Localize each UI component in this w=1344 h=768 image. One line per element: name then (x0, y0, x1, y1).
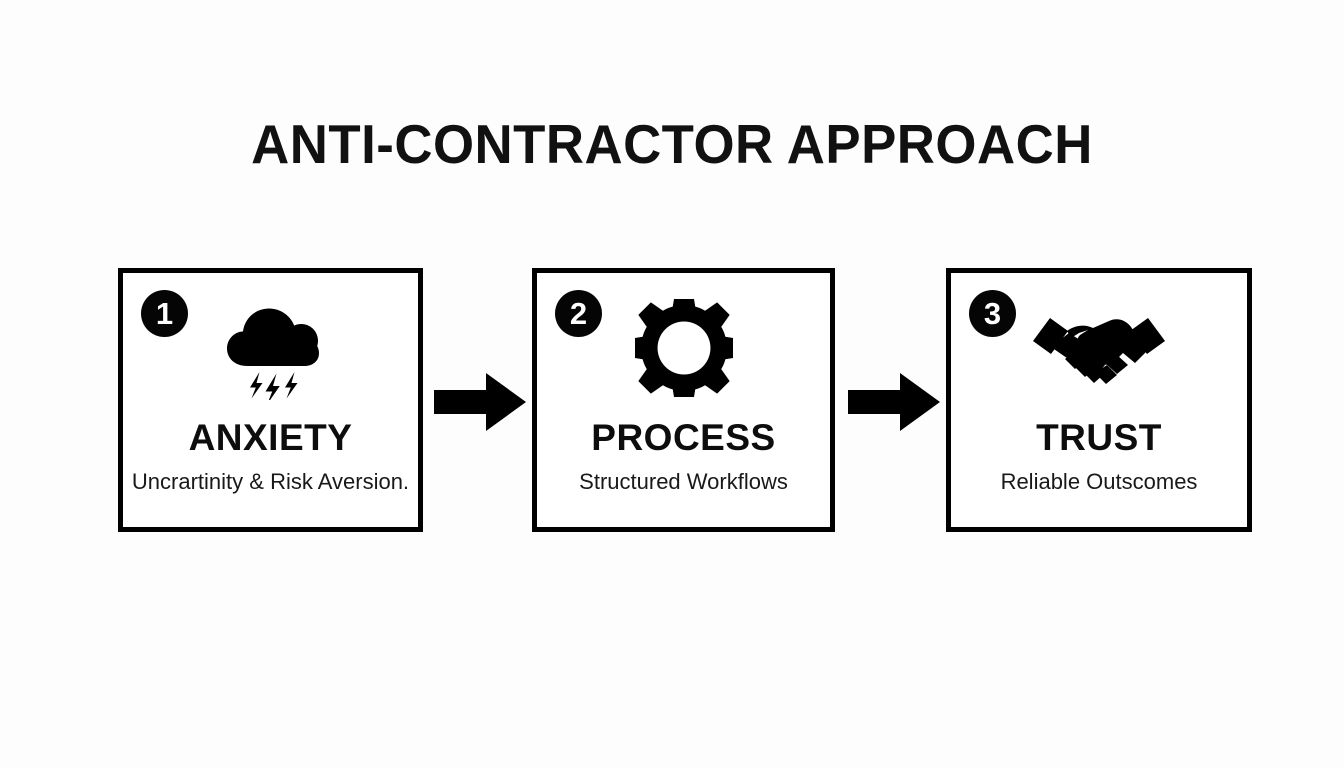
process-flow: 1 ANXIETY Uncrartinity & Risk Aversion. (0, 268, 1344, 532)
step-number-badge-2: 2 (555, 290, 602, 337)
step-number-badge-1: 1 (141, 290, 188, 337)
gear-icon (537, 293, 830, 403)
step-card-3[interactable]: 3 (946, 268, 1252, 532)
flow-arrow-2-to-3 (848, 373, 940, 431)
step-subtitle-3: Reliable Outscomes (1000, 469, 1198, 494)
step-card-2[interactable]: 2 PROCESS Structured Workflows (532, 268, 835, 532)
page-title: ANTI-CONTRACTOR APPROACH (251, 113, 1093, 175)
flow-arrow-1-to-2 (434, 373, 526, 431)
step-title-3: TRUST (1036, 417, 1162, 458)
step-card-1[interactable]: 1 ANXIETY Uncrartinity & Risk Aversion. (118, 268, 423, 532)
step-number-badge-3: 3 (969, 290, 1016, 337)
step-subtitle-2: Structured Workflows (579, 469, 788, 494)
step-title-1: ANXIETY (188, 417, 353, 458)
storm-cloud-icon (123, 293, 418, 403)
handshake-icon (951, 293, 1247, 403)
step-title-2: PROCESS (591, 417, 776, 458)
step-subtitle-1: Uncrartinity & Risk Aversion. (131, 469, 410, 494)
